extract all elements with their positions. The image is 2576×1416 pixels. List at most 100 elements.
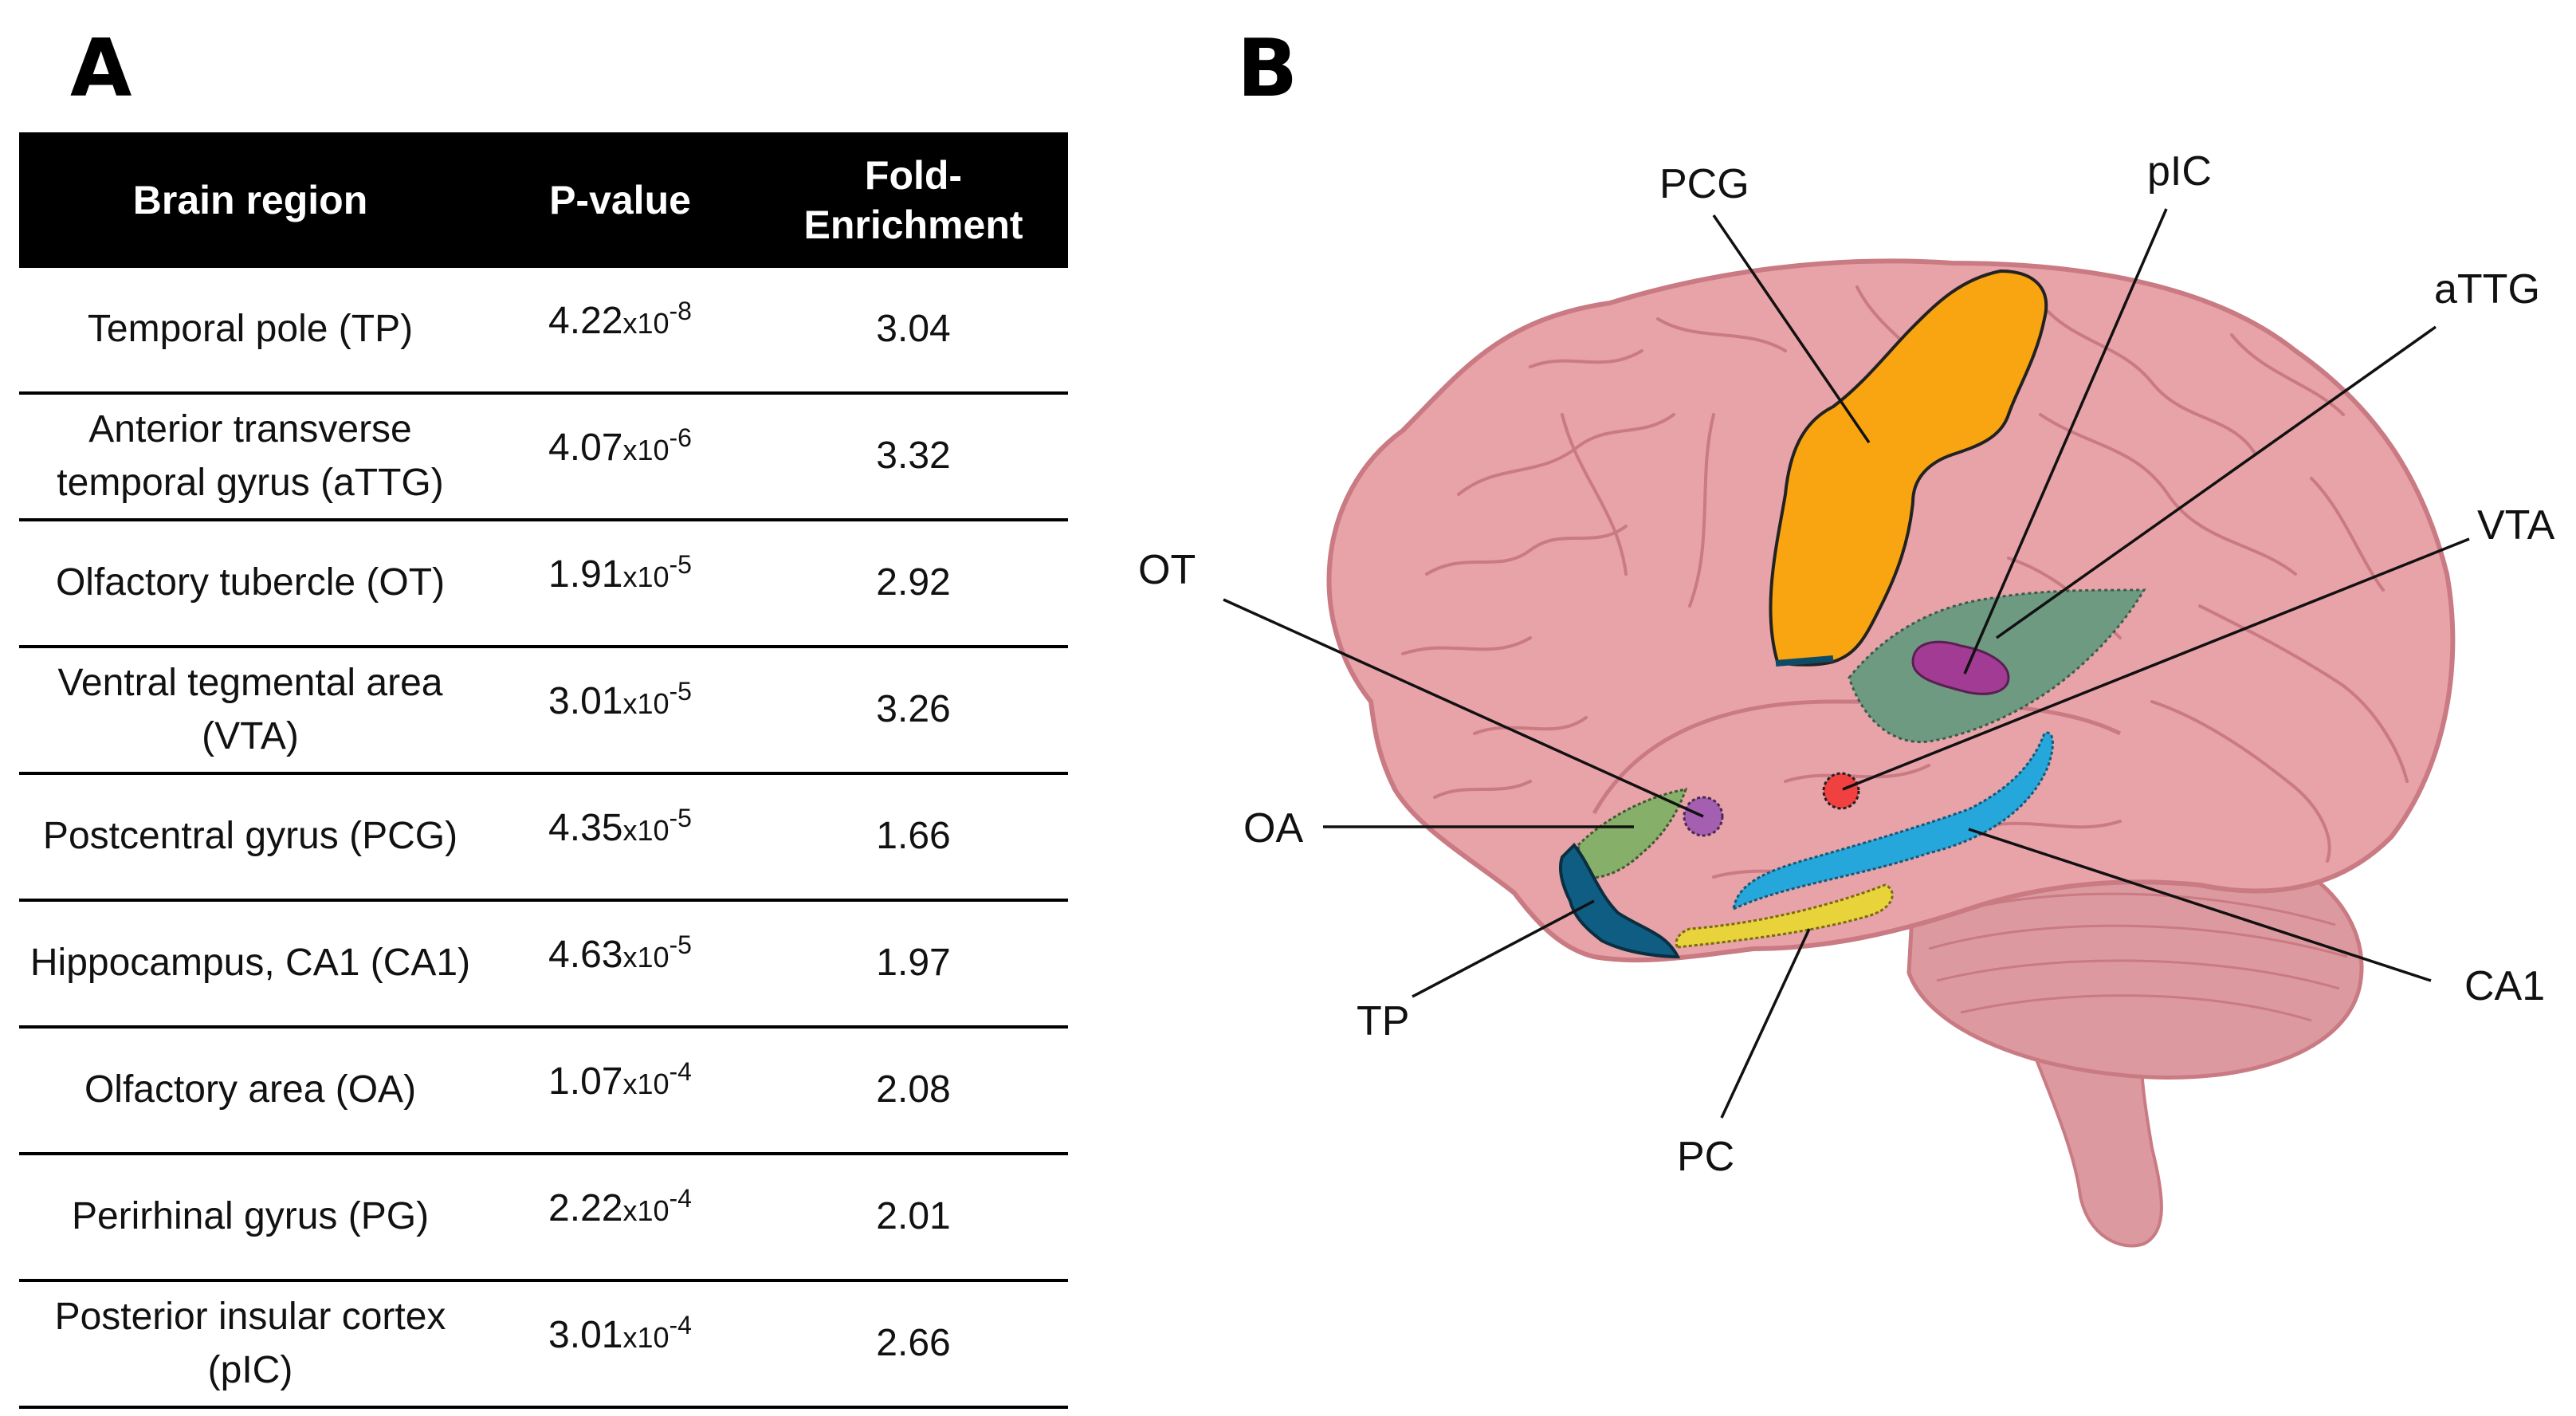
region-vta bbox=[1822, 772, 1860, 810]
label-ot: OT bbox=[1138, 547, 1196, 593]
p-value-exponent: -4 bbox=[669, 1057, 692, 1087]
leader-lines bbox=[1223, 208, 2470, 1119]
times-ten-symbol: x10 bbox=[622, 687, 670, 721]
leader-pic bbox=[1963, 208, 2168, 675]
times-ten-symbol: x10 bbox=[622, 814, 670, 848]
times-ten-symbol: x10 bbox=[622, 941, 670, 974]
table-row: Olfactory tubercle (OT) 1.91x10-5 2.92 bbox=[19, 520, 1068, 648]
cerebellum-folia bbox=[1928, 892, 2348, 1022]
p-value-exponent: -8 bbox=[669, 297, 692, 326]
leader-tp bbox=[1412, 899, 1595, 998]
cell-brain-region: Anterior transverse temporal gyrus (aTTG… bbox=[19, 393, 481, 521]
label-tp: TP bbox=[1357, 998, 1409, 1044]
p-value-expression: 4.35x10-5 bbox=[548, 802, 692, 855]
cell-p-value: 3.01x10-5 bbox=[481, 647, 759, 775]
label-ca1: CA1 bbox=[2464, 963, 2545, 1009]
p-value-mantissa: 1.91 bbox=[548, 553, 623, 596]
p-value-mantissa: 4.07 bbox=[548, 427, 623, 470]
cell-fold-enrichment: 3.26 bbox=[759, 647, 1068, 775]
cell-p-value: 4.35x10-5 bbox=[481, 773, 759, 902]
region-oa bbox=[1577, 788, 1688, 879]
p-value-exponent: -5 bbox=[669, 677, 692, 706]
cell-fold-enrichment: 1.66 bbox=[759, 773, 1068, 902]
cell-p-value: 3.01x10-4 bbox=[481, 1280, 759, 1409]
p-value-mantissa: 1.07 bbox=[548, 1060, 623, 1103]
cell-fold-enrichment: 2.66 bbox=[759, 1280, 1068, 1409]
leader-ot bbox=[1223, 598, 1704, 818]
cell-brain-region: Perirhinal gyrus (PG) bbox=[19, 1154, 481, 1282]
cell-p-value: 4.22x10-8 bbox=[481, 268, 759, 395]
label-vta: VTA bbox=[2477, 502, 2555, 549]
p-value-mantissa: 4.35 bbox=[548, 807, 623, 850]
p-value-exponent: -6 bbox=[669, 423, 692, 453]
times-ten-symbol: x10 bbox=[622, 1321, 670, 1355]
table-row: Ventral tegmental area (VTA) 3.01x10-5 3.2… bbox=[19, 647, 1068, 775]
cell-fold-enrichment: 3.32 bbox=[759, 393, 1068, 521]
p-value-mantissa: 3.01 bbox=[548, 680, 623, 723]
times-ten-symbol: x10 bbox=[622, 1194, 670, 1228]
panel-label-b: B bbox=[1237, 22, 1298, 115]
table-row: Posterior insular cortex (pIC) 3.01x10-4 2… bbox=[19, 1280, 1068, 1409]
table-row: Temporal pole (TP) 4.22x10-8 3.04 bbox=[19, 268, 1068, 395]
label-pc: PC bbox=[1677, 1134, 1734, 1180]
cell-p-value: 1.91x10-5 bbox=[481, 520, 759, 648]
p-value-mantissa: 3.01 bbox=[548, 1314, 623, 1357]
leader-vta bbox=[1842, 537, 2470, 791]
p-value-expression: 1.91x10-5 bbox=[548, 549, 692, 601]
p-value-mantissa: 4.63 bbox=[548, 934, 623, 977]
cell-brain-region: Postcentral gyrus (PCG) bbox=[19, 773, 481, 902]
cell-brain-region: Ventral tegmental area (VTA) bbox=[19, 647, 481, 775]
table-header-row: Brain region P-value Fold- Enrichment bbox=[19, 132, 1068, 268]
label-oa: OA bbox=[1243, 805, 1303, 852]
cell-p-value: 4.07x10-6 bbox=[481, 393, 759, 521]
cell-fold-enrichment: 1.97 bbox=[759, 900, 1068, 1029]
times-ten-symbol: x10 bbox=[622, 307, 670, 340]
times-ten-symbol: x10 bbox=[622, 560, 670, 594]
cell-fold-enrichment: 2.92 bbox=[759, 520, 1068, 648]
panel-label-a: A bbox=[70, 22, 132, 115]
p-value-expression: 4.63x10-5 bbox=[548, 929, 692, 981]
leader-pcg bbox=[1712, 214, 1871, 443]
times-ten-symbol: x10 bbox=[622, 1068, 670, 1101]
cell-brain-region: Posterior insular cortex (pIC) bbox=[19, 1280, 481, 1409]
p-value-exponent: -5 bbox=[669, 804, 692, 833]
cell-fold-enrichment: 2.01 bbox=[759, 1154, 1068, 1282]
table-row: Anterior transverse temporal gyrus (aTTG… bbox=[19, 393, 1068, 521]
p-value-expression: 4.07x10-6 bbox=[548, 422, 692, 474]
p-value-expression: 3.01x10-4 bbox=[548, 1309, 692, 1362]
label-pcg: PCG bbox=[1659, 161, 1749, 207]
table-row: Postcentral gyrus (PCG) 4.35x10-5 1.66 bbox=[19, 773, 1068, 902]
p-value-exponent: -5 bbox=[669, 930, 692, 960]
p-value-expression: 4.22x10-8 bbox=[548, 295, 692, 348]
p-value-expression: 2.22x10-4 bbox=[548, 1182, 692, 1235]
region-pic bbox=[1911, 640, 2010, 695]
header-brain-region: Brain region bbox=[19, 132, 481, 268]
temporal-lobe-contour bbox=[1592, 699, 2122, 815]
cell-p-value: 1.07x10-4 bbox=[481, 1027, 759, 1155]
p-value-mantissa: 4.22 bbox=[548, 300, 623, 343]
region-ca1 bbox=[1732, 731, 2054, 911]
cell-p-value: 4.63x10-5 bbox=[481, 900, 759, 1029]
p-value-expression: 1.07x10-4 bbox=[548, 1056, 692, 1108]
p-value-mantissa: 2.22 bbox=[548, 1187, 623, 1230]
cerebrum bbox=[1326, 258, 2456, 963]
cell-brain-region: Olfactory area (OA) bbox=[19, 1027, 481, 1155]
cell-brain-region: Temporal pole (TP) bbox=[19, 268, 481, 395]
enrichment-table: Brain region P-value Fold- Enrichment Te… bbox=[19, 132, 1068, 1409]
region-tp bbox=[1559, 843, 1681, 958]
p-value-expression: 3.01x10-5 bbox=[548, 675, 692, 728]
header-p-value: P-value bbox=[481, 132, 759, 268]
label-pic: pIC bbox=[2147, 148, 2212, 195]
label-attg: aTTG bbox=[2434, 266, 2540, 313]
cell-fold-enrichment: 3.04 bbox=[759, 268, 1068, 395]
leader-ca1 bbox=[1968, 828, 2432, 982]
p-value-exponent: -4 bbox=[669, 1311, 692, 1340]
header-fold-enrichment: Fold- Enrichment bbox=[759, 132, 1068, 268]
cell-p-value: 2.22x10-4 bbox=[481, 1154, 759, 1282]
cell-brain-region: Olfactory tubercle (OT) bbox=[19, 520, 481, 648]
cell-brain-region: Hippocampus, CA1 (CA1) bbox=[19, 900, 481, 1029]
p-value-exponent: -5 bbox=[669, 550, 692, 580]
region-ot bbox=[1683, 796, 1724, 837]
